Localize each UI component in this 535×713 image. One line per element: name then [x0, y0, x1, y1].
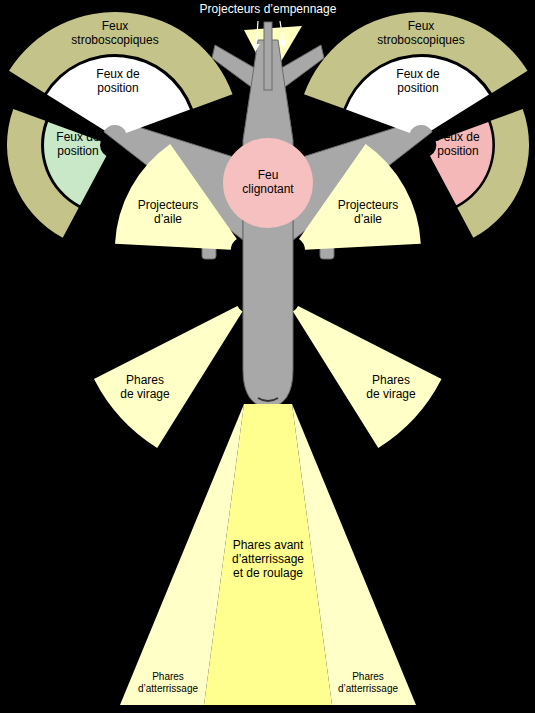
node-label: Feux stroboscopiques [65, 20, 165, 48]
node-label: Phares d’atterrissage [136, 671, 200, 694]
strobe-light-arc: Feux stroboscopiquesFeux de position [9, 12, 233, 109]
node-label: Phares avant d’atterrissage et de roulag… [227, 539, 309, 580]
wing-floodlight-beam: Projecteurs d’aile [299, 144, 421, 250]
node-outline [94, 306, 243, 448]
position-light-sector: Feux de position [44, 122, 106, 205]
beacon-light-circle: Feu clignotant [223, 138, 313, 228]
strobe-light-arc: Feux stroboscopiquesFeux de position [304, 12, 528, 109]
node-shape [120, 404, 244, 705]
node-label: Feu clignotant [236, 169, 300, 197]
landing-light-beam: Phares d’atterrissage [120, 404, 244, 705]
node-label: Feux de position [430, 131, 486, 159]
leader-line [280, 21, 284, 47]
node-outline [115, 144, 237, 250]
node-shape [115, 144, 237, 250]
position-light-sector: Feux de position [346, 57, 489, 133]
node-outline [346, 57, 489, 133]
node-label: Projecteurs d’aile [134, 199, 202, 227]
node-label: Feux de position [50, 131, 106, 159]
node-shape [299, 144, 421, 250]
node-label: Phares de virage [365, 374, 417, 402]
node-outline [223, 138, 313, 228]
wing-floodlight-beam: Projecteurs d’aile [115, 144, 237, 250]
turnoff-light-beam: Phares de virage [94, 306, 243, 448]
node-outline [299, 144, 421, 250]
node-shape [94, 306, 243, 448]
landing-light-beam: Phares d’atterrissage [292, 404, 416, 705]
node-outline [293, 306, 442, 448]
vertical-fin [264, 22, 272, 90]
position-light-sector: Feux de position [47, 57, 190, 133]
node-label: Feux stroboscopiques [371, 20, 471, 48]
node-outline [44, 122, 106, 205]
node-outline [120, 404, 244, 705]
node-outline [430, 122, 492, 205]
node-shape [293, 306, 442, 448]
node-label: Phares d’atterrissage [336, 671, 400, 694]
node-label: Projecteurs d’aile [334, 199, 402, 227]
node-label: Phares de virage [119, 374, 171, 402]
node-outline [47, 57, 190, 133]
node-label: Feux de position [89, 68, 147, 96]
position-light-sector: Feux de position [430, 122, 492, 205]
cockpit-window [258, 398, 278, 401]
node-label: Feux de position [389, 68, 447, 96]
turnoff-light-beam: Phares de virage [293, 306, 442, 448]
callout-label: Projecteurs d’empennage [197, 3, 340, 17]
node-outline [292, 404, 416, 705]
leader-line [256, 21, 258, 50]
node-shape [292, 404, 416, 705]
